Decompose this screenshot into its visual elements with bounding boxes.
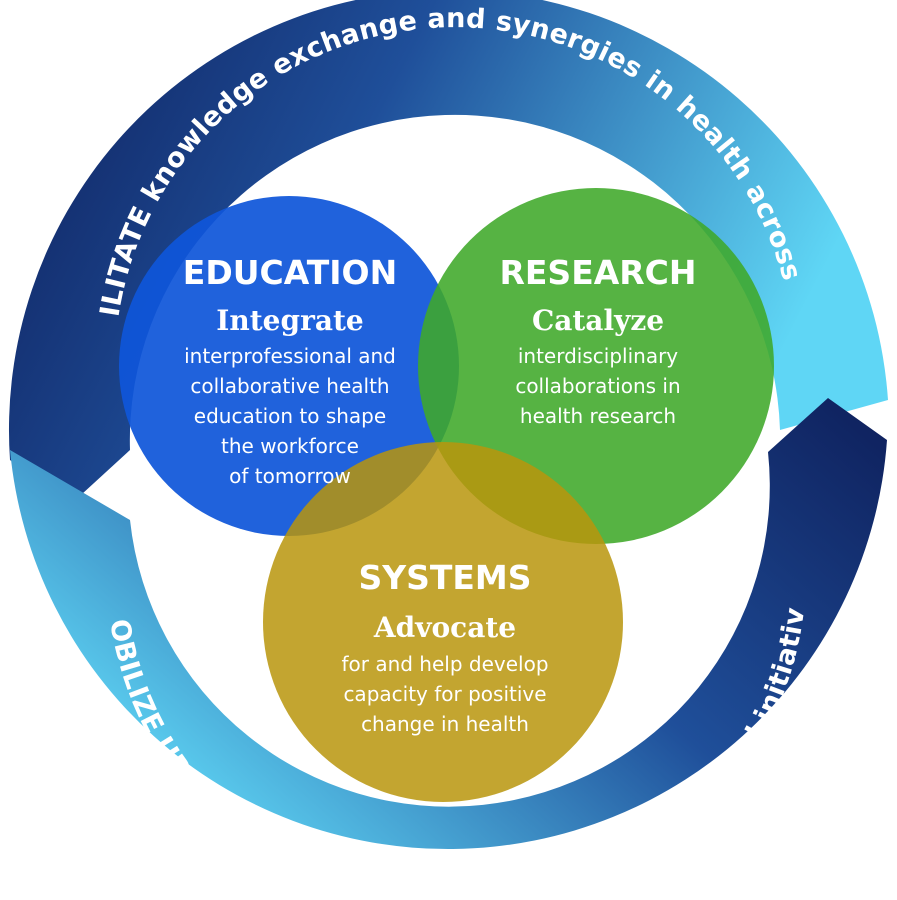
education-title: EDUCATION: [183, 253, 397, 292]
education-verb: Integrate: [216, 304, 363, 337]
systems-desc-line: capacity for positive: [343, 682, 546, 706]
systems-circle: [263, 442, 623, 802]
systems-title: SYSTEMS: [358, 558, 531, 597]
research-text-group: RESEARCH Catalyze interdisciplinary coll…: [499, 253, 696, 428]
education-desc-line: collaborative health: [190, 374, 389, 398]
education-desc-line: the workforce: [221, 434, 359, 458]
education-desc-line: interprofessional and: [184, 344, 396, 368]
education-circle: [119, 196, 459, 536]
research-verb: Catalyze: [532, 304, 664, 337]
systems-text-group: SYSTEMS Advocate for and help develop ca…: [341, 558, 548, 736]
research-desc-line: health research: [520, 404, 676, 428]
education-desc-line: of tomorrow: [229, 464, 351, 488]
bottom-ring-arrow: [10, 398, 887, 850]
top-ring-arrow: [8, 0, 888, 505]
education-text-group: EDUCATION Integrate interprofessional an…: [183, 253, 397, 488]
research-desc-line: interdisciplinary: [518, 344, 678, 368]
systems-desc-line: for and help develop: [341, 652, 548, 676]
education-desc-line: education to shape: [194, 404, 386, 428]
systems-verb: Advocate: [373, 611, 516, 644]
research-desc-line: collaborations in: [515, 374, 680, 398]
systems-desc-line: change in health: [361, 712, 529, 736]
research-title: RESEARCH: [499, 253, 696, 292]
venn-group: [119, 188, 774, 802]
